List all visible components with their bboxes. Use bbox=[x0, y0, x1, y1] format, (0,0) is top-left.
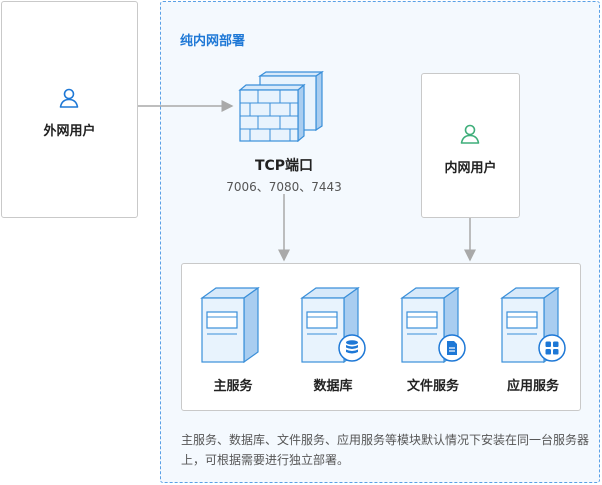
region-title: 纯内网部署 bbox=[180, 34, 246, 49]
server-icon-file bbox=[400, 286, 466, 364]
server-label-apps: 应用服务 bbox=[506, 379, 559, 394]
file-icon bbox=[438, 334, 466, 362]
user-icon bbox=[460, 124, 480, 144]
external-user-box bbox=[1, 1, 138, 218]
server-icon-main bbox=[200, 286, 260, 364]
server-icon-database bbox=[300, 286, 366, 364]
tcp-port-label: TCP端口 bbox=[254, 158, 314, 174]
firewall-icon bbox=[238, 70, 324, 142]
server-label-main: 主服务 bbox=[213, 379, 253, 394]
apps-icon bbox=[538, 334, 566, 362]
deployment-note: 主服务、数据库、文件服务、应用服务等模块默认情况下安装在同一台服务器上，可根据需… bbox=[181, 433, 590, 467]
database-icon bbox=[338, 334, 366, 362]
internal-user-label: 内网用户 bbox=[444, 161, 497, 176]
user-icon bbox=[59, 88, 79, 108]
internal-user-box bbox=[421, 73, 520, 218]
server-label-database: 数据库 bbox=[313, 379, 353, 394]
tcp-port-numbers: 7006、7080、7443 bbox=[226, 180, 342, 194]
external-user-label: 外网用户 bbox=[43, 124, 96, 139]
server-label-file: 文件服务 bbox=[406, 379, 459, 394]
server-icon-apps bbox=[500, 286, 566, 364]
